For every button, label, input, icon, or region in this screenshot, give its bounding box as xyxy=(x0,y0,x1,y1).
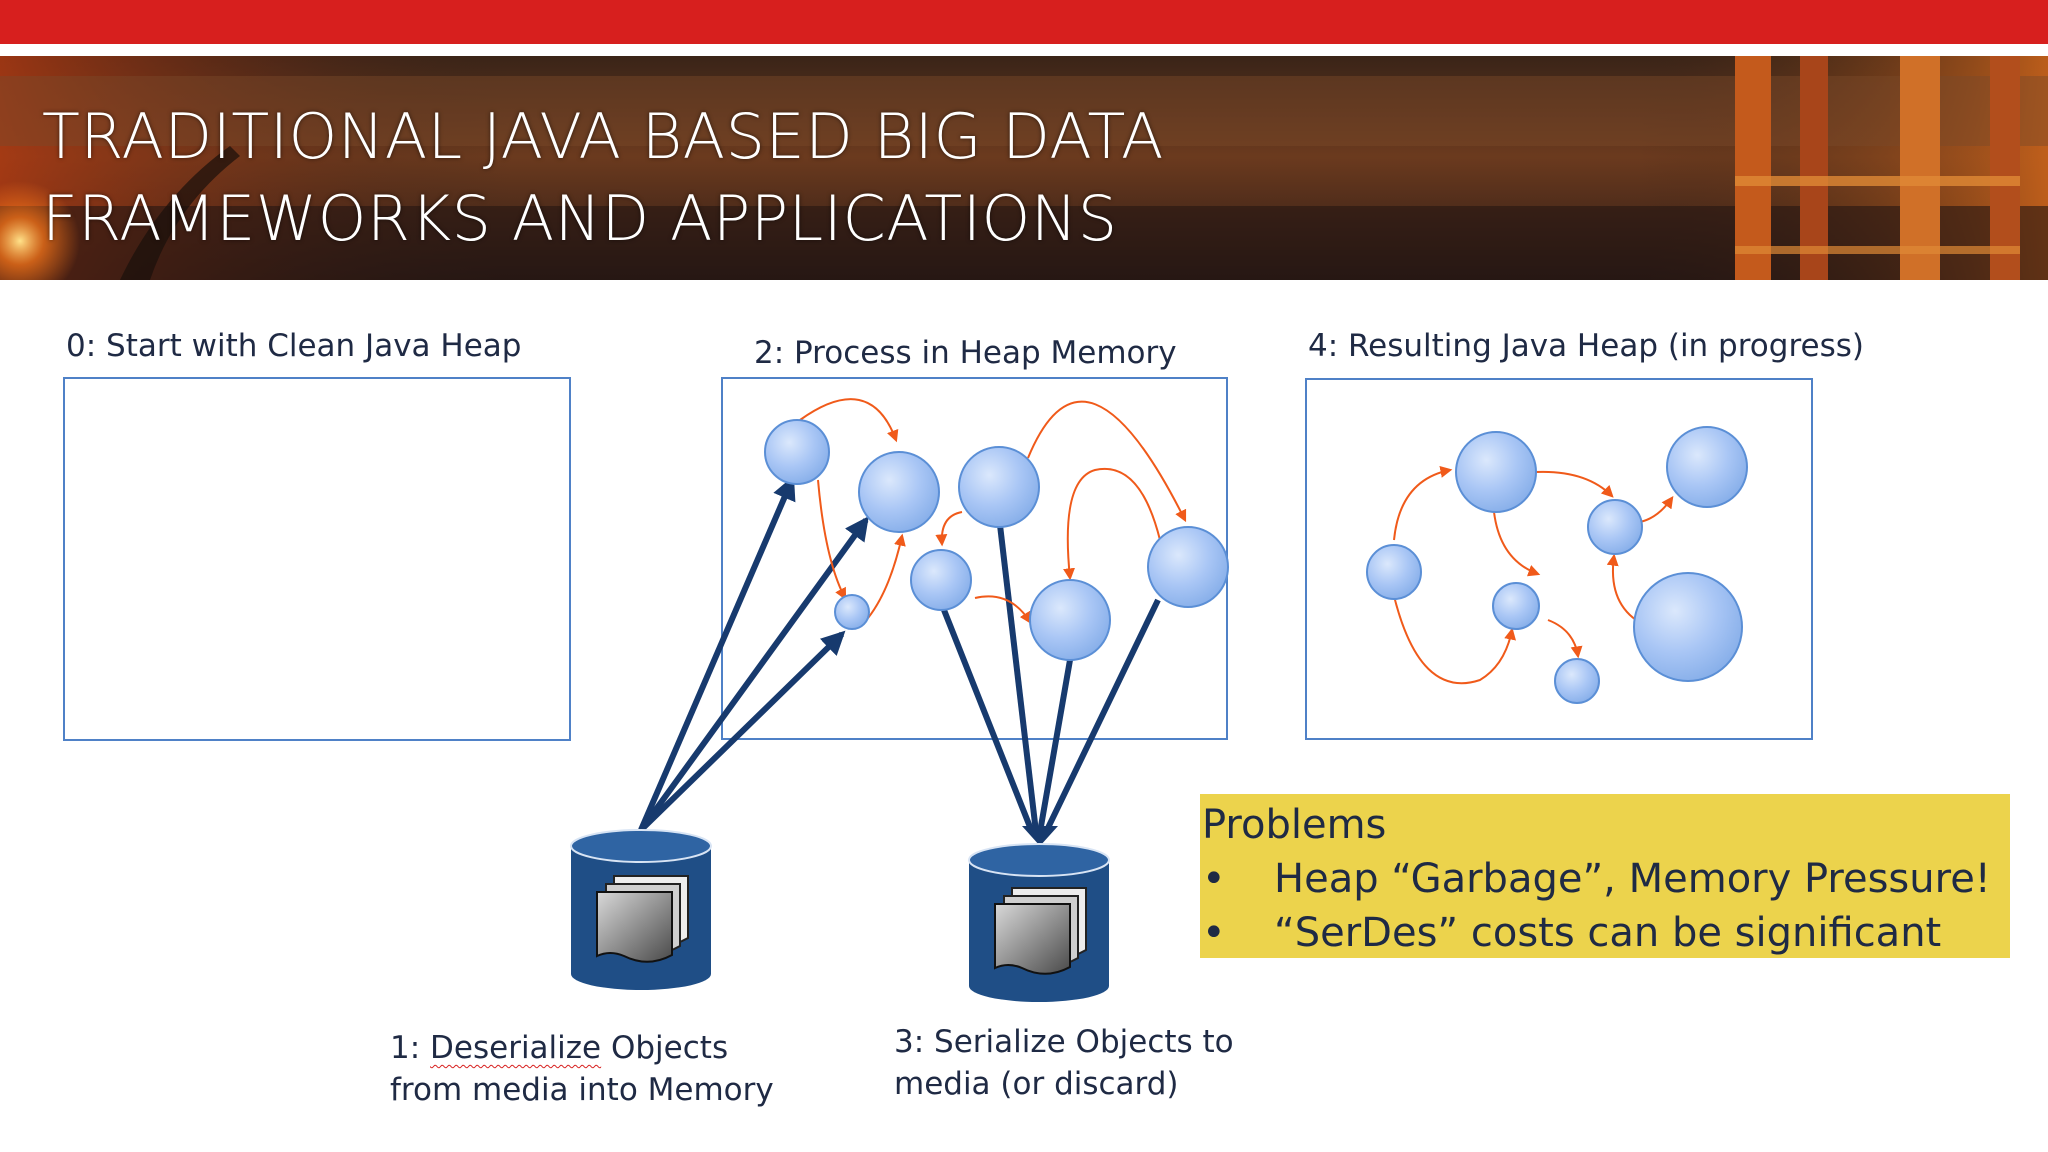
serialize-arrow xyxy=(1043,598,1161,834)
top-accent-divider xyxy=(0,44,2048,56)
label-step1-line-1: 1: Deserialize Objects xyxy=(390,1027,774,1069)
slide-title-line-2: FRAMEWORKS AND APPLICATIONS xyxy=(42,182,1118,255)
process-reference-arrows xyxy=(799,398,1187,625)
label-step3-line-1: 3: Serialize Objects to xyxy=(894,1024,1234,1060)
heap-object-node xyxy=(764,419,830,485)
reference-arrow xyxy=(1606,553,1637,621)
heap-object-node xyxy=(834,594,870,630)
reference-arrow xyxy=(1535,470,1614,498)
heap-object-node xyxy=(1666,426,1748,508)
heap-object-node xyxy=(1455,431,1537,513)
result-reference-arrows xyxy=(1393,466,1674,685)
serialize-arrow xyxy=(941,608,1035,834)
reference-arrow xyxy=(867,533,906,619)
reference-arrow xyxy=(1639,496,1674,523)
slide-title: TRADITIONAL JAVA BASED BIG DATA FRAMEWOR… xyxy=(42,96,1342,260)
stacked-documents-icon xyxy=(994,887,1087,975)
heap-object-node xyxy=(958,446,1040,528)
bullet-icon: • xyxy=(1202,910,1226,956)
problems-callout: Problems • Heap “Garbage”, Memory Pressur… xyxy=(1200,794,2010,958)
clean-heap-panel xyxy=(63,377,571,741)
problems-list-item: • “SerDes” costs can be significant xyxy=(1202,906,2010,960)
destination-database-icon xyxy=(968,843,1110,1002)
heap-object-node xyxy=(1554,658,1600,704)
heap-object-node xyxy=(1147,526,1229,608)
reference-arrow xyxy=(817,479,847,601)
heap-object-node xyxy=(1366,544,1422,600)
label-step2-process-heap: 2: Process in Heap Memory xyxy=(754,335,1177,371)
problems-title: Problems xyxy=(1202,802,1387,848)
stacked-documents-icon xyxy=(596,875,689,963)
heap-object-node xyxy=(1492,582,1540,630)
label-step1-line-2: from media into Memory xyxy=(390,1072,774,1108)
reference-arrow xyxy=(1393,595,1516,685)
label-step3-line-2: media (or discard) xyxy=(894,1066,1179,1102)
deserialize-arrow xyxy=(638,475,796,832)
reference-arrow xyxy=(1493,511,1541,577)
deserialize-arrow xyxy=(638,630,846,833)
deserialize-arrow xyxy=(638,516,869,832)
label-step1-suffix: Objects xyxy=(601,1030,729,1066)
deserialize-arrows xyxy=(638,475,869,833)
reference-arrow xyxy=(1063,467,1161,581)
serialize-arrow xyxy=(997,524,1039,833)
heap-object-node xyxy=(858,451,940,533)
heap-object-node xyxy=(1633,572,1743,682)
reference-arrow xyxy=(1393,466,1453,541)
result-objects xyxy=(1366,426,1748,704)
problem-text: Heap “Garbage”, Memory Pressure! xyxy=(1274,856,1991,902)
slide-title-line-1: TRADITIONAL JAVA BASED BIG DATA xyxy=(42,100,1164,173)
problems-list-item: • Heap “Garbage”, Memory Pressure! xyxy=(1202,852,2010,906)
process-objects xyxy=(764,419,1229,661)
city-night-backdrop xyxy=(0,56,2048,280)
label-step1-deserialize: 1: Deserialize Objects from media into M… xyxy=(390,1027,774,1111)
heap-object-node xyxy=(910,549,972,611)
reference-arrow xyxy=(974,595,1032,625)
label-step1-prefix: 1: xyxy=(390,1030,431,1066)
heap-object-node xyxy=(1029,579,1111,661)
serialize-arrow xyxy=(1037,659,1073,833)
heap-object-node xyxy=(1587,499,1643,555)
title-banner xyxy=(0,56,2048,280)
reference-arrow xyxy=(1547,619,1583,659)
problem-text: “SerDes” costs can be significant xyxy=(1274,910,1942,956)
label-step0-clean-heap: 0: Start with Clean Java Heap xyxy=(66,328,522,364)
label-step3-serialize: 3: Serialize Objects to media (or discar… xyxy=(894,1021,1234,1105)
problems-list: • Heap “Garbage”, Memory Pressure! • “SerD… xyxy=(1202,852,2010,960)
bullet-icon: • xyxy=(1202,856,1226,902)
label-step1-keyword: Deserialize xyxy=(430,1030,602,1066)
label-step4-resulting-heap: 4: Resulting Java Heap (in progress) xyxy=(1308,328,1864,364)
source-database-icon xyxy=(570,829,712,990)
reference-arrow xyxy=(935,511,963,547)
reference-arrow xyxy=(1027,400,1187,523)
top-accent-bar xyxy=(0,0,2048,44)
serialize-arrows xyxy=(941,524,1161,834)
serialize-arrowhead xyxy=(1022,826,1058,846)
reference-arrow xyxy=(799,398,899,443)
